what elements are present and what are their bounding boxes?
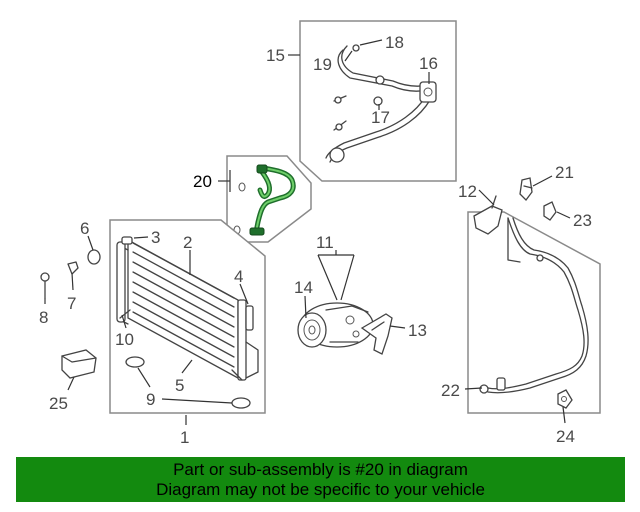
- callout-3: 3: [151, 228, 160, 247]
- clips: [519, 177, 573, 409]
- callout-19: 19: [313, 55, 332, 74]
- callout-25: 25: [49, 394, 68, 413]
- callout-6: 6: [80, 219, 89, 238]
- callout-8: 8: [39, 308, 48, 327]
- callout-22: 22: [441, 381, 460, 400]
- callout-13: 13: [408, 321, 427, 340]
- callout-10: 10: [115, 330, 134, 349]
- callout-21: 21: [555, 163, 574, 182]
- callout-16: 16: [419, 54, 438, 73]
- compressor: [297, 302, 374, 348]
- info-banner: Part or sub-assembly is #20 in diagram D…: [16, 457, 625, 502]
- bracket-13: [360, 313, 393, 355]
- callout-24: 24: [556, 427, 575, 446]
- callout-15: 15: [266, 46, 285, 65]
- callout-11: 11: [316, 233, 334, 252]
- callout-20: 20: [193, 172, 212, 191]
- callout-5: 5: [175, 376, 184, 395]
- banner-line-1: Part or sub-assembly is #20 in diagram: [173, 460, 468, 479]
- group-box-22: [467, 211, 601, 414]
- hose-20: [233, 164, 296, 236]
- callout-4: 4: [234, 267, 243, 286]
- callout-2: 2: [183, 233, 192, 252]
- callout-14: 14: [294, 278, 313, 297]
- callout-23: 23: [573, 211, 592, 230]
- hose-assembly-15: [325, 44, 437, 163]
- loose-parts-left: [40, 235, 101, 391]
- banner-line-2: Diagram may not be specific to your vehi…: [156, 480, 485, 499]
- callout-12: 12: [458, 182, 477, 201]
- callout-1: 1: [180, 428, 189, 447]
- callout-7: 7: [67, 294, 76, 313]
- callout-9: 9: [146, 390, 155, 409]
- condenser: [116, 236, 259, 409]
- pipe-assembly-22: [473, 195, 589, 394]
- callout-18: 18: [385, 33, 404, 52]
- callout-17: 17: [371, 108, 390, 127]
